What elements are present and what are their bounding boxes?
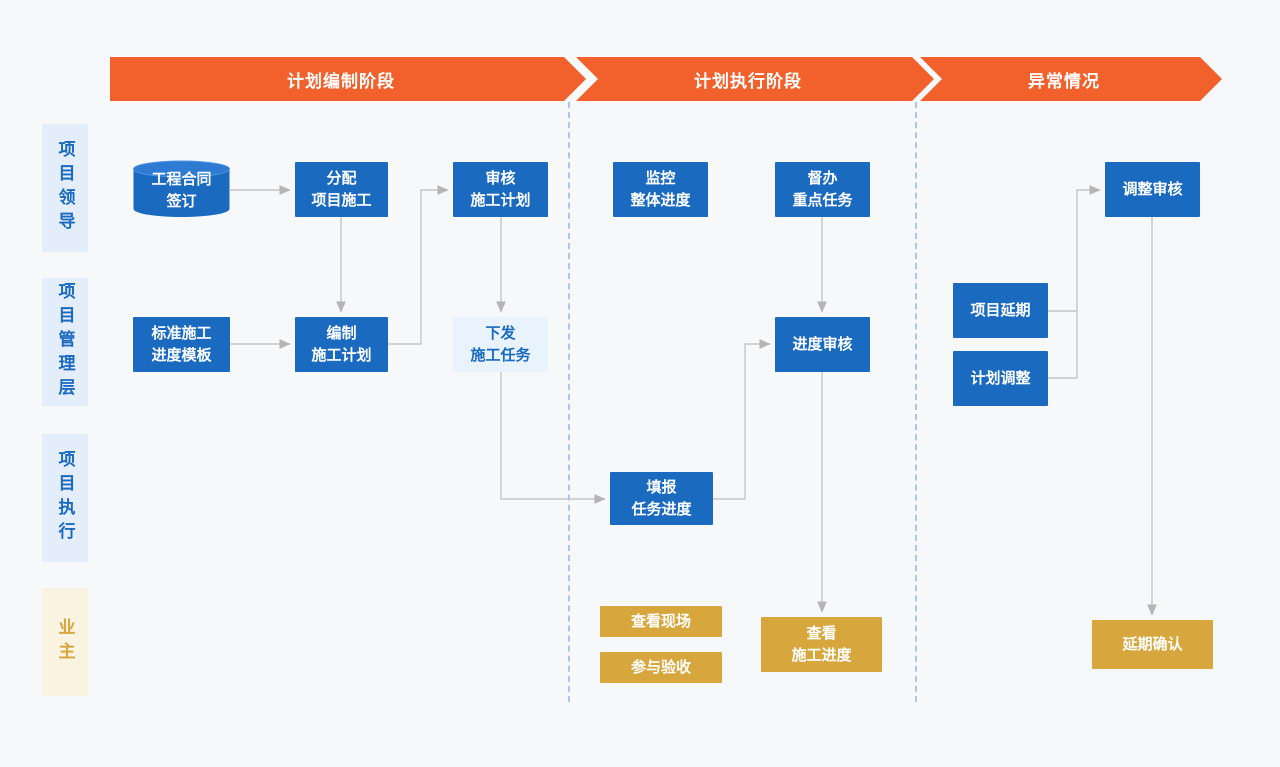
phase-banner-execution: 计划执行阶段 [576,57,934,101]
node-review-plan: 审核 施工计划 [453,162,548,217]
node-plan-adjust: 计划调整 [953,351,1048,406]
node-contract-sign-cylinder: 工程合同 签订 [133,160,230,218]
node-view-site: 查看现场 [600,606,722,637]
node-progress-review: 进度审核 [775,317,870,372]
node-supervise-tasks: 督办 重点任务 [775,162,870,217]
phase-separator-2 [915,102,917,702]
phase-banner-exception: 异常情况 [920,57,1222,101]
phase-separator-1 [568,102,570,702]
node-project-delay: 项目延期 [953,283,1048,338]
node-compile-plan: 编制 施工计划 [295,317,388,372]
node-standard-template: 标准施工 进度模板 [133,317,230,372]
lane-project-management: 项目管理层 [42,278,88,406]
phase-banner-exception-label: 异常情况 [1028,71,1100,91]
node-view-construction-progress: 查看 施工进度 [761,617,882,672]
node-assign-construction: 分配 项目施工 [295,162,388,217]
node-report-progress: 填报 任务进度 [610,472,713,525]
phase-banner-planning-label: 计划编制阶段 [287,71,395,91]
node-dispatch-tasks: 下发 施工任务 [453,317,548,372]
node-join-acceptance: 参与验收 [600,652,722,683]
node-delay-confirm: 延期确认 [1092,620,1213,669]
phase-banner-planning: 计划编制阶段 [110,57,586,101]
node-monitor-progress: 监控 整体进度 [613,162,708,217]
lane-project-execution: 项目执行 [42,434,88,562]
lane-project-leader: 项目领导 [42,124,88,252]
phase-banner-execution-label: 计划执行阶段 [694,71,802,91]
node-adjust-review: 调整审核 [1105,162,1200,217]
node-contract-sign-label: 工程合同 签订 [151,171,212,210]
cylinder-shape [133,160,230,217]
lane-owner: 业主 [42,588,88,696]
